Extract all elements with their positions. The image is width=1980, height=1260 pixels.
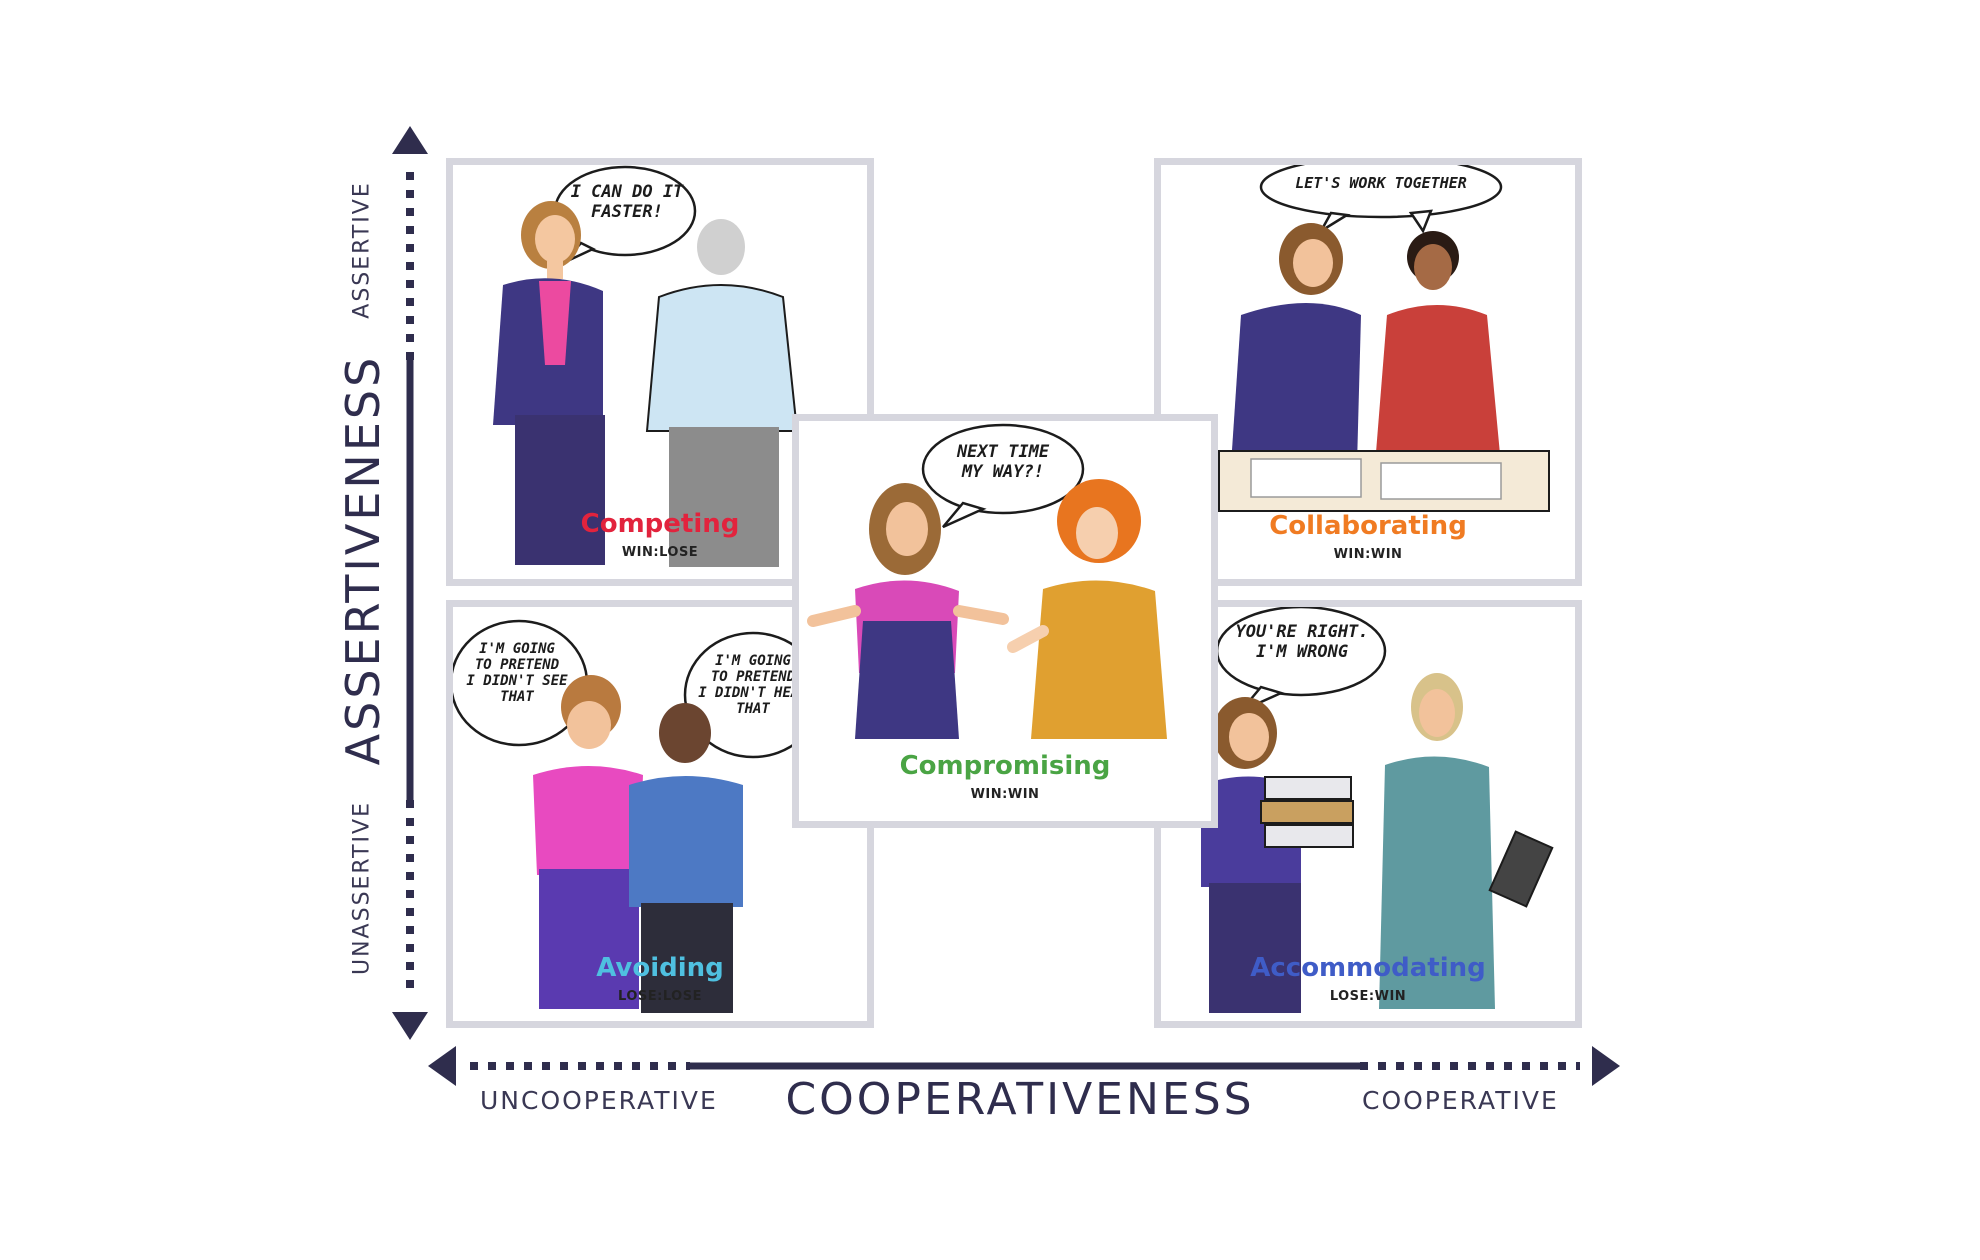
collaborating-woman-right-face <box>1414 244 1452 290</box>
compromising-speech: NEXT TIME MY WAY?! <box>956 442 1050 482</box>
panel-collaborating: LET'S WORK TOGETHER Collaborating WIN:WI… <box>1154 158 1582 586</box>
avoiding-woman-skirt <box>539 869 639 1009</box>
collaborating-woman-right-suit <box>1375 305 1501 465</box>
y-axis-low-text: UNASSERTIVE <box>349 800 375 976</box>
compromising-result: WIN:WIN <box>970 787 1040 802</box>
collaborating-title: Collaborating <box>1269 511 1467 541</box>
accommodating-speech: YOU'RE RIGHT. I'M WRONG <box>1235 622 1369 662</box>
avoiding-man-head <box>659 703 711 763</box>
accommodating-tablet <box>1488 830 1554 908</box>
accommodating-woman-right-dress <box>1379 756 1495 1009</box>
compromising-woman-left-face <box>886 502 928 556</box>
collaborating-speech-bubble <box>1259 165 1503 219</box>
collaborating-illustration <box>1218 165 1550 512</box>
panel-compromising: NEXT TIME MY WAY?! Compromising WIN:WIN <box>792 414 1218 828</box>
competing-man-trousers <box>669 427 779 567</box>
y-axis-arrow-down <box>392 1012 428 1040</box>
panel-accommodating: YOU'RE RIGHT. I'M WRONG Accommodating LO… <box>1154 600 1582 1028</box>
x-axis-low-label: UNCOOPERATIVE <box>480 1086 718 1115</box>
collaborating-woman-left-face <box>1293 239 1333 287</box>
x-axis-title: COOPERATIVENESS <box>785 1074 1255 1125</box>
competing-speech: I CAN DO IT FASTER! <box>570 182 684 222</box>
competing-woman-top <box>539 281 571 365</box>
accommodating-illustration <box>1201 607 1554 1013</box>
x-axis-high-label: COOPERATIVE <box>1362 1086 1559 1115</box>
x-axis-arrow-left <box>428 1046 456 1086</box>
accommodating-result: LOSE:WIN <box>1329 989 1407 1004</box>
competing-title: Competing <box>580 509 740 539</box>
compromising-woman-left-dress <box>855 621 959 739</box>
x-axis-arrow-right <box>1592 1046 1620 1086</box>
competing-result: WIN:LOSE <box>621 545 699 560</box>
competing-man-shirt <box>645 284 799 432</box>
competing-illustration <box>493 165 799 567</box>
accommodating-woman-left-skirt <box>1209 883 1301 1013</box>
competing-woman-face <box>535 215 575 263</box>
avoiding-woman-face <box>567 701 611 749</box>
accommodating-woman-left-face <box>1229 713 1269 761</box>
accommodating-binder-1 <box>1264 776 1352 800</box>
accommodating-binder-2 <box>1260 800 1354 824</box>
collaborating-speech: LET'S WORK TOGETHER <box>1295 174 1467 192</box>
avoiding-result: LOSE:LOSE <box>618 989 702 1004</box>
y-axis-title-text: ASSERTIVENESS <box>336 354 390 766</box>
avoiding-woman-top <box>533 766 643 875</box>
y-axis-arrow-up <box>392 126 428 154</box>
avoiding-man-shirt <box>629 776 743 907</box>
compromising-title: Compromising <box>899 751 1111 781</box>
competing-man-head <box>697 219 745 275</box>
compromising-speech-bubble <box>921 423 1085 515</box>
collaborating-result: WIN:WIN <box>1333 547 1403 562</box>
accommodating-woman-right-face <box>1419 689 1455 737</box>
compromising-woman-right-dress <box>1031 580 1167 739</box>
accommodating-binder-3 <box>1264 824 1354 848</box>
avoiding-man-trousers <box>641 903 733 1013</box>
y-axis-high-text: ASSERTIVE <box>349 181 375 319</box>
accommodating-title: Accommodating <box>1250 953 1486 983</box>
panel-competing: I CAN DO IT FASTER! Competing WIN:LOSE <box>446 158 874 586</box>
compromising-illustration <box>807 423 1167 739</box>
compromising-woman-right-face <box>1076 507 1118 559</box>
collaborating-woman-left-dress <box>1231 303 1361 465</box>
avoiding-title: Avoiding <box>596 953 724 983</box>
avoiding-speech-right: I'M GOING TO PRETEND I DIDN'T HEAR THAT <box>698 653 808 718</box>
competing-woman-skirt <box>515 415 605 565</box>
avoiding-speech-left: I'M GOING TO PRETEND I DIDN'T SEE THAT <box>466 641 568 706</box>
